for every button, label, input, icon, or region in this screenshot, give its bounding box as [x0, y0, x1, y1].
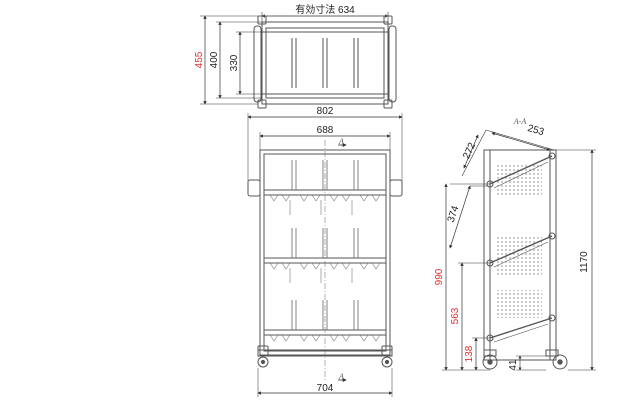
effective-width-label: 有効寸法 634: [295, 3, 355, 16]
height-total-1170: 1170: [579, 251, 590, 273]
top-view: [200, 12, 397, 109]
section-title-aa: A-A: [513, 117, 527, 126]
section-mark-top: A: [338, 137, 344, 146]
front-width-688: 688: [317, 125, 334, 136]
shelf-gap-374: 374: [446, 204, 462, 224]
tilt-depth-253: 253: [526, 123, 545, 138]
height-low-138: 138: [464, 345, 475, 362]
side-section-view: [442, 129, 596, 371]
top-depth-330: 330: [229, 54, 240, 71]
height-mid-563: 563: [450, 307, 461, 324]
front-width-704: 704: [317, 383, 334, 394]
top-depth-455: 455: [194, 51, 205, 68]
front-view: [247, 113, 403, 397]
caster-offset-41: 41: [508, 359, 519, 371]
section-mark-bottom: A: [338, 372, 344, 381]
height-upper-990: 990: [434, 268, 445, 285]
top-depth-400: 400: [209, 51, 220, 68]
tilt-height-272: 272: [461, 141, 478, 161]
front-width-802: 802: [317, 106, 334, 117]
